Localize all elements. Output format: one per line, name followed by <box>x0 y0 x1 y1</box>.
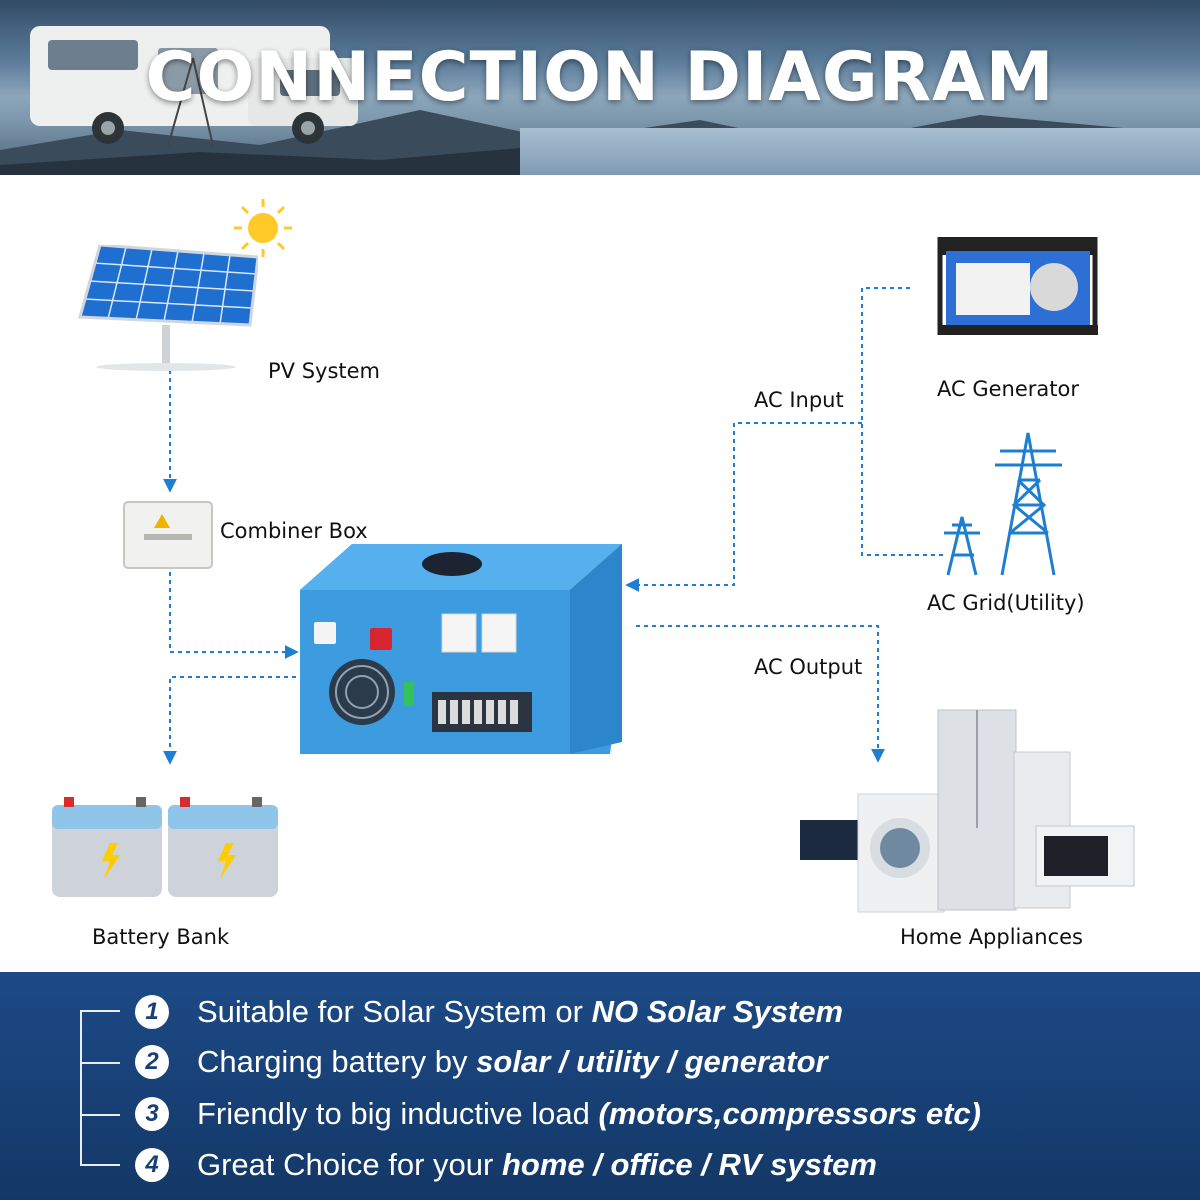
home-appliances-label: Home Appliances <box>900 925 1083 949</box>
combiner-box-image <box>123 501 213 569</box>
feature-text: Suitable for Solar System or <box>197 994 583 1029</box>
number-badge: 3 <box>135 1097 169 1131</box>
list-bracket-tick <box>80 1062 120 1064</box>
lake <box>520 128 1200 175</box>
feature-text: Charging battery by <box>197 1044 468 1079</box>
wire-ac-input <box>625 422 862 592</box>
ac-generator-image <box>937 237 1098 335</box>
ac-input-label: AC Input <box>754 388 844 412</box>
connection-diagram: PV System Combiner Box Battery Bank AC I… <box>0 175 1200 970</box>
page-title: CONNECTION DIAGRAM <box>145 38 1055 117</box>
feature-item-2: 2 Charging battery by solar / utility / … <box>135 1039 828 1085</box>
number-badge: 2 <box>135 1045 169 1079</box>
feature-item-3: 3 Friendly to big inductive load (motors… <box>135 1091 981 1137</box>
inverter-unit-image <box>300 544 622 754</box>
wire-generator <box>861 287 945 556</box>
combiner-box-label: Combiner Box <box>220 519 368 543</box>
list-bracket-tick <box>80 1010 120 1012</box>
feature-item-1: 1 Suitable for Solar System or NO Solar … <box>135 989 843 1035</box>
feature-emphasis: home / office / RV system <box>501 1147 877 1182</box>
list-bracket <box>80 1010 122 1164</box>
number-badge: 1 <box>135 995 169 1029</box>
ac-grid-label: AC Grid(Utility) <box>927 591 1085 615</box>
utility-tower-icon <box>944 432 1062 576</box>
list-bracket-tick <box>80 1164 120 1166</box>
wire-ac-output <box>636 625 885 763</box>
wire-inverter-to-battery <box>163 676 296 765</box>
ac-generator-label: AC Generator <box>937 377 1079 401</box>
connection-wires <box>163 287 945 765</box>
list-bracket-tick <box>80 1114 120 1116</box>
home-appliances-image <box>800 709 1135 913</box>
feature-text: Friendly to big inductive load <box>197 1096 590 1131</box>
rv-camper-image <box>30 26 358 147</box>
number-badge: 4 <box>135 1148 169 1182</box>
battery-bank-image <box>52 797 278 897</box>
feature-text: Great Choice for your <box>197 1147 494 1182</box>
wire-combiner-to-inverter <box>169 572 299 659</box>
feature-emphasis: NO Solar System <box>591 994 844 1029</box>
feature-emphasis: solar / utility / generator <box>476 1044 828 1079</box>
feature-list: 1 Suitable for Solar System or NO Solar … <box>0 972 1200 1200</box>
header-banner: CONNECTION DIAGRAM <box>0 0 1200 175</box>
sun-icon <box>234 199 292 257</box>
solar-panel-image <box>78 245 258 371</box>
ac-output-label: AC Output <box>754 655 863 679</box>
feature-item-4: 4 Great Choice for your home / office / … <box>135 1142 877 1188</box>
feature-emphasis: (motors,compressors etc) <box>598 1096 981 1131</box>
pv-system-label: PV System <box>268 359 381 383</box>
battery-bank-label: Battery Bank <box>92 925 230 949</box>
